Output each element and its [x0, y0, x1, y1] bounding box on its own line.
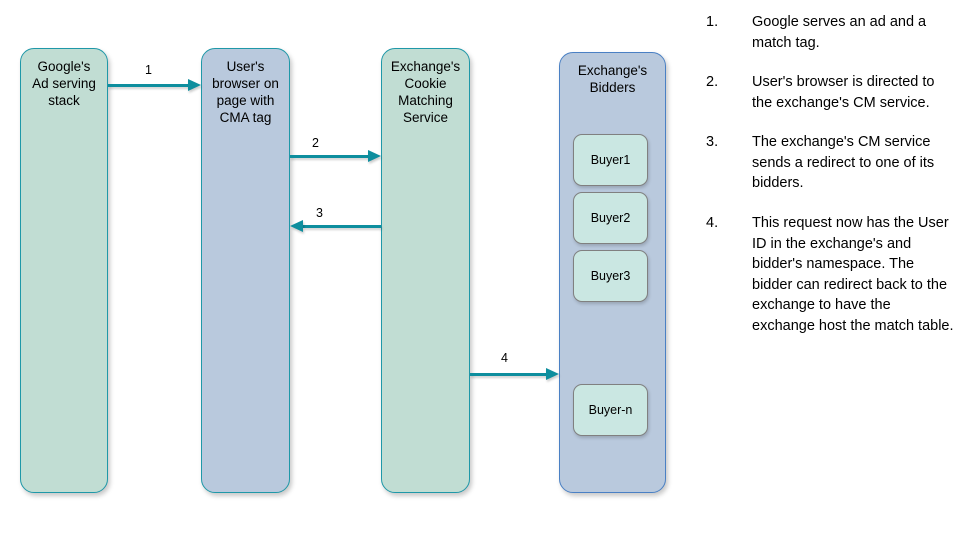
step-number: 2. — [706, 74, 719, 91]
node-label: Exchange's Bidders — [577, 63, 648, 95]
buyer-label: Buyer1 — [590, 153, 631, 167]
node-user-browser: User's browser on page with CMA tag — [201, 48, 290, 493]
buyer-label: Buyer-n — [588, 403, 633, 417]
step-text: The exchange's CM service sends a redire… — [752, 134, 935, 192]
connector-3-line — [303, 225, 381, 228]
connector-2-label: 2 — [312, 136, 319, 150]
connector-1-arrowhead-icon — [188, 79, 201, 91]
node-label: User's browser on page with CMA tag — [212, 59, 279, 125]
list-item: 4. This request now has the User ID in t… — [706, 213, 954, 336]
buyer-label: Buyer3 — [590, 269, 631, 283]
connector-2-arrowhead-icon — [368, 150, 381, 162]
step-number: 1. — [706, 14, 719, 30]
connector-4-arrowhead-icon — [546, 368, 559, 380]
list-item: 1. Google serves an ad and a match tag. — [706, 12, 954, 53]
node-label: Exchange's Cookie Matching Service — [390, 59, 461, 125]
connector-1-label: 1 — [145, 63, 152, 77]
connector-3-arrowhead-icon — [290, 220, 303, 232]
node-google-ad-serving-stack: Google's Ad serving stack — [20, 48, 108, 493]
buyer-chip-buyer1: Buyer1 — [573, 134, 648, 186]
step-text: This request now has the User ID in the … — [752, 215, 954, 334]
node-label: Google's Ad serving stack — [32, 59, 96, 108]
buyer-chip-buyer-n: Buyer-n — [573, 384, 648, 436]
step-text: User's browser is directed to the exchan… — [752, 74, 935, 111]
node-exchange-cookie-matching-service: Exchange's Cookie Matching Service — [381, 48, 470, 493]
connector-4-label: 4 — [501, 351, 508, 365]
connector-2-line — [290, 155, 370, 158]
step-number: 4. — [706, 215, 719, 232]
connector-4-line — [470, 373, 547, 376]
steps-list: 1. Google serves an ad and a match tag. … — [706, 12, 954, 356]
connector-3-label: 3 — [316, 206, 323, 220]
buyer-chip-buyer2: Buyer2 — [573, 192, 648, 244]
list-item: 3. The exchange's CM service sends a red… — [706, 132, 954, 194]
step-text: Google serves an ad and a match tag. — [752, 14, 927, 51]
step-number: 3. — [706, 134, 719, 151]
buyer-label: Buyer2 — [590, 211, 631, 225]
connector-1-line — [108, 84, 190, 87]
list-item: 2. User's browser is directed to the exc… — [706, 72, 954, 113]
buyer-chip-buyer3: Buyer3 — [573, 250, 648, 302]
